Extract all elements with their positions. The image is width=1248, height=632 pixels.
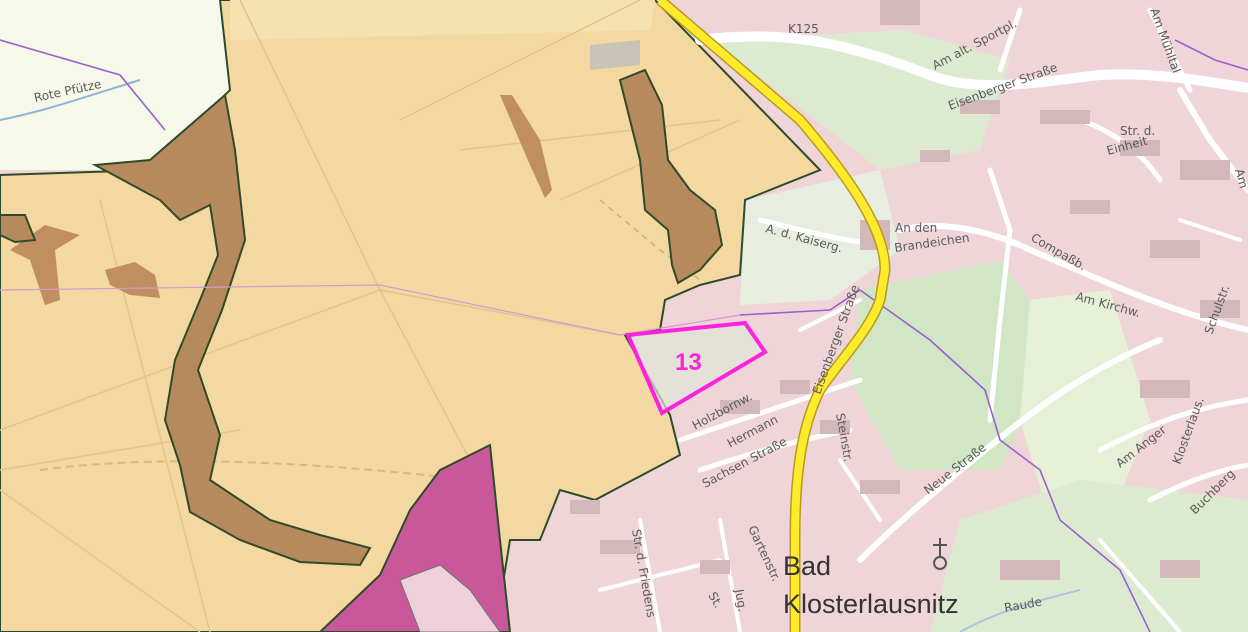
street-str-d-einheit-1: Str. d. — [1120, 124, 1155, 138]
park-area-east — [1020, 290, 1150, 520]
admin-boundaries — [0, 39, 1248, 632]
boundary-light — [0, 284, 741, 336]
farmland-strip-top — [230, 0, 655, 40]
street-st: St. — [705, 590, 725, 611]
stream-south — [959, 589, 1081, 632]
street-am: Am — [1232, 167, 1248, 190]
street-jug: Jug. — [732, 587, 750, 613]
park-area-southeast — [930, 480, 1248, 632]
light-area-northwest — [0, 0, 230, 170]
clay-area-center — [618, 68, 724, 285]
place-label-klosterlausnitz: Klosterlausnitz — [783, 589, 959, 619]
clay-area-main — [91, 93, 372, 567]
street-network — [598, 7, 1248, 632]
river-rote-pfuetze — [0, 79, 141, 121]
street-an-den: An den — [895, 221, 937, 235]
highlight-area-label: 13 — [675, 349, 702, 376]
field-lines — [0, 0, 741, 632]
place-label-bad: Bad — [783, 551, 831, 581]
main-road-eisenberger-fill — [657, 0, 890, 632]
clay-area-small-1 — [500, 95, 552, 198]
highlight-area-13[interactable] — [625, 320, 768, 416]
street-k125: K125 — [788, 22, 819, 36]
church-cross-icon — [933, 538, 947, 570]
street-raude: Raude — [1003, 595, 1043, 615]
pink-zone-inner — [399, 564, 501, 632]
grey-patch — [590, 40, 640, 70]
clay-area-small-2 — [10, 225, 80, 305]
park-area-central — [850, 260, 1060, 470]
park-area-north — [710, 30, 1010, 170]
clay-area-small-4 — [0, 214, 37, 244]
